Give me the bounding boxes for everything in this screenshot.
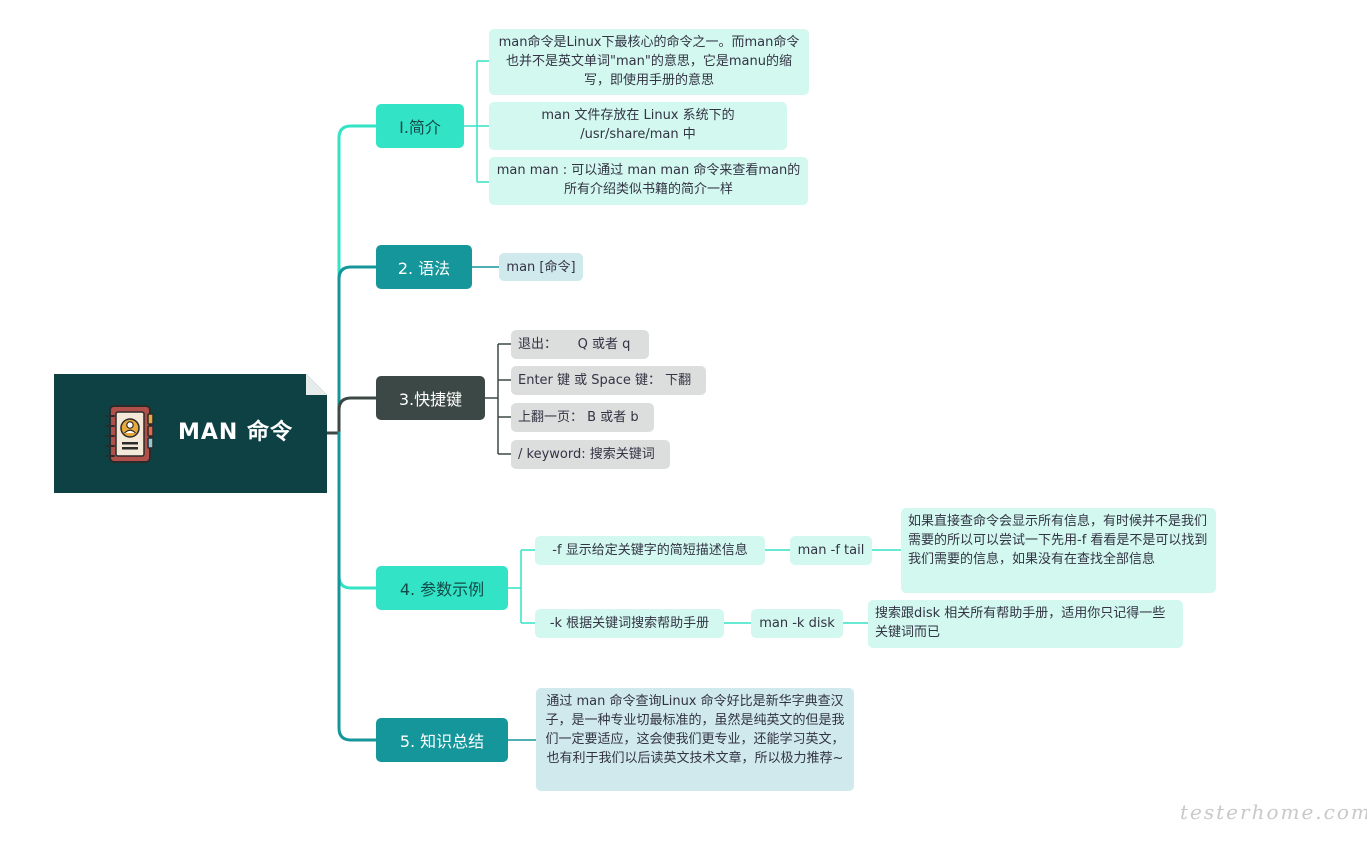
watermark: testerhome.com: [1180, 800, 1367, 824]
param-k-note[interactable]: 搜索跟disk 相关所有帮助手册，适用你只记得一些关键词而已: [868, 600, 1183, 648]
root-node[interactable]: MAN 命令: [54, 374, 327, 493]
intro-leaf-2[interactable]: man 文件存放在 Linux 系统下的 /usr/share/man 中: [489, 102, 787, 150]
shortcut-page-down[interactable]: Enter 键 或 Space 键： 下翻: [511, 366, 706, 395]
shortcut-search[interactable]: / keyword: 搜索关键词: [511, 440, 670, 469]
param-f-example[interactable]: man -f tail: [790, 536, 872, 565]
branch-params[interactable]: 4. 参数示例: [376, 566, 508, 610]
param-k-desc[interactable]: -k 根据关键词搜索帮助手册: [535, 609, 724, 638]
intro-leaf-3[interactable]: man man : 可以通过 man man 命令来查看man的所有介绍类似书籍…: [489, 157, 808, 205]
shortcut-page-up[interactable]: 上翻一页： B 或者 b: [511, 403, 654, 432]
intro-leaf-1[interactable]: man命令是Linux下最核心的命令之一。而man命令也并不是英文单词"man"…: [489, 29, 809, 95]
summary-leaf[interactable]: 通过 man 命令查询Linux 命令好比是新华字典查汉子，是一种专业切最标准的…: [536, 688, 854, 791]
root-title: MAN 命令: [178, 420, 293, 445]
branch-syntax[interactable]: 2. 语法: [376, 245, 472, 289]
branch-intro[interactable]: I.简介: [376, 104, 464, 148]
shortcut-quit[interactable]: 退出： Q 或者 q: [511, 330, 649, 359]
syntax-leaf[interactable]: man [命令]: [499, 253, 583, 281]
param-f-note[interactable]: 如果直接查命令会显示所有信息，有时候并不是我们需要的所以可以尝试一下先用-f 看…: [901, 508, 1216, 593]
branch-shortcuts[interactable]: 3.快捷键: [376, 376, 485, 420]
branch-summary[interactable]: 5. 知识总结: [376, 718, 508, 762]
param-k-example[interactable]: man -k disk: [751, 609, 843, 638]
param-f-desc[interactable]: -f 显示给定关键字的简短描述信息: [535, 536, 765, 565]
address-book-icon: [105, 405, 154, 463]
